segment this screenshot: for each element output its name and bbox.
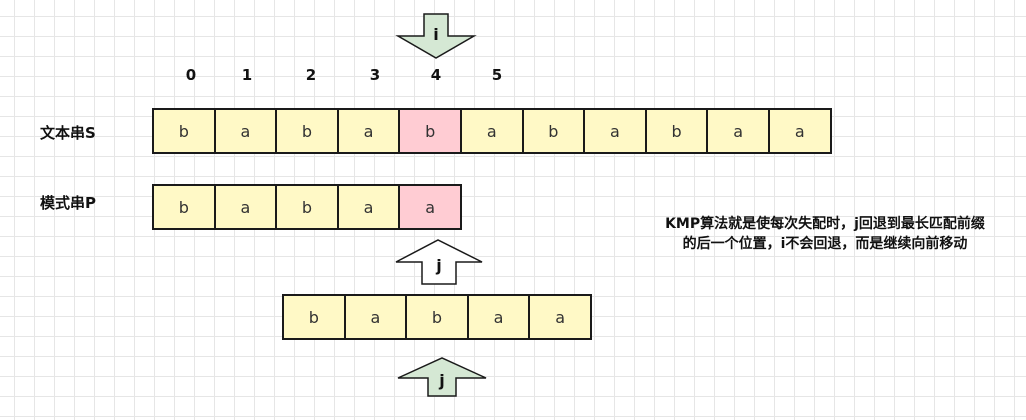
pointer-j-up-shape xyxy=(395,239,483,285)
pattern-cell-0: b xyxy=(152,184,216,230)
pointer-i-label: i xyxy=(433,25,439,44)
index-label-0: 0 xyxy=(185,66,197,84)
pattern-string-label: 模式串P xyxy=(40,194,96,212)
index-label-2: 2 xyxy=(305,66,317,84)
text-cell-0: b xyxy=(152,108,216,154)
pattern-cell-1: a xyxy=(213,184,278,230)
pattern-cell-2: b xyxy=(275,184,339,230)
shifted-cell-1: a xyxy=(343,294,408,340)
index-label-5: 5 xyxy=(491,66,503,84)
shifted-cell-2: b xyxy=(405,294,469,340)
note-line-1: KMP算法就是使每次失配时，j回退到最长匹配前缀 xyxy=(665,216,985,232)
pointer-j-bottom-shape xyxy=(397,357,487,397)
shifted-pattern-row: b a b a a xyxy=(282,294,592,340)
text-cell-2: b xyxy=(275,108,339,154)
index-label-4: 4 xyxy=(430,66,442,84)
index-label-1: 1 xyxy=(241,66,253,84)
pattern-cell-3: a xyxy=(336,184,401,230)
pattern-string-row: b a b a a xyxy=(152,184,462,230)
index-label-3: 3 xyxy=(369,66,381,84)
text-string-label: 文本串S xyxy=(40,124,96,142)
text-cell-9: a xyxy=(706,108,770,154)
text-cell-5: a xyxy=(459,108,524,154)
text-cell-4-mismatch: b xyxy=(398,108,462,154)
shifted-cell-0: b xyxy=(282,294,346,340)
text-cell-3: a xyxy=(336,108,401,154)
shifted-cell-4: a xyxy=(528,294,592,340)
pattern-cell-4-mismatch: a xyxy=(398,184,462,230)
pointer-j-bottom-label: j xyxy=(439,371,445,390)
pointer-i-shape xyxy=(395,13,477,59)
text-string-row: b a b a b a b a b a a xyxy=(152,108,832,154)
text-cell-10: a xyxy=(767,108,832,154)
pointer-j-middle-label: j xyxy=(436,256,442,275)
text-cell-1: a xyxy=(213,108,278,154)
text-cell-7: a xyxy=(583,108,647,154)
kmp-explanation-note: KMP算法就是使每次失配时，j回退到最长匹配前缀 的后一个位置，i不会回退，而是… xyxy=(612,214,1026,254)
text-cell-6: b xyxy=(521,108,586,154)
note-line-2: 的后一个位置，i不会回退，而是继续向前移动 xyxy=(682,236,968,252)
text-cell-8: b xyxy=(644,108,709,154)
shifted-cell-3: a xyxy=(466,294,531,340)
